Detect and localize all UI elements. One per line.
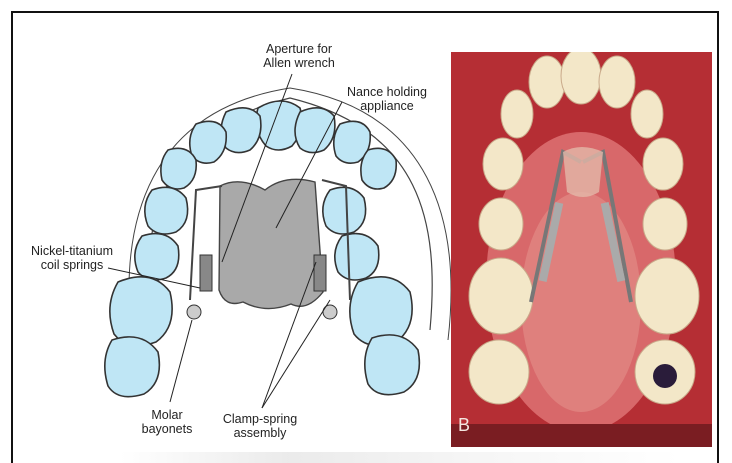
molar-tooth: [110, 277, 172, 346]
lateral-tooth: [190, 121, 227, 163]
photo-tooth: [643, 198, 687, 250]
premolar-tooth: [323, 187, 366, 234]
photo-tooth: [599, 56, 635, 108]
photo-tooth: [561, 52, 601, 104]
photo-panel-letter: B: [458, 415, 470, 436]
photo-tooth: [643, 138, 683, 190]
aperture-label: Aperture for Allen wrench: [254, 42, 344, 70]
dark-spot: [653, 364, 677, 388]
premolar-tooth: [335, 234, 379, 280]
incisor-tooth: [295, 108, 335, 153]
palate-highlight: [521, 192, 641, 412]
nance-acrylic-button: [219, 179, 323, 308]
molar-tooth: [105, 337, 160, 397]
photo-tooth: [479, 198, 523, 250]
clinical-photo: [451, 52, 712, 447]
photo-acrylic: [563, 147, 603, 197]
photo-tooth: [469, 340, 529, 404]
left-spring: [200, 255, 212, 291]
photo-tooth: [469, 258, 533, 334]
springs-label: Nickel-titanium coil springs: [18, 244, 126, 272]
premolar-tooth: [145, 187, 188, 234]
caption-strip: [120, 452, 680, 463]
nance-label: Nance holding appliance: [340, 85, 434, 113]
left-bayonet: [187, 305, 201, 319]
clinical-photo-art: [451, 52, 712, 447]
incisor-tooth: [221, 108, 261, 153]
photo-tooth: [483, 138, 523, 190]
photo-tooth: [631, 90, 663, 138]
molar-tooth: [365, 335, 420, 395]
molar-label: Molar bayonets: [132, 408, 202, 436]
right-spring: [314, 255, 326, 291]
photo-bottom-bar: [451, 424, 712, 447]
canine-tooth: [361, 148, 396, 189]
photo-tooth: [501, 90, 533, 138]
photo-tooth: [529, 56, 565, 108]
canine-tooth: [161, 148, 196, 189]
clamp-label: Clamp-spring assembly: [212, 412, 308, 440]
premolar-tooth: [135, 234, 179, 280]
photo-tooth: [635, 258, 699, 334]
molar-leader: [170, 320, 192, 402]
